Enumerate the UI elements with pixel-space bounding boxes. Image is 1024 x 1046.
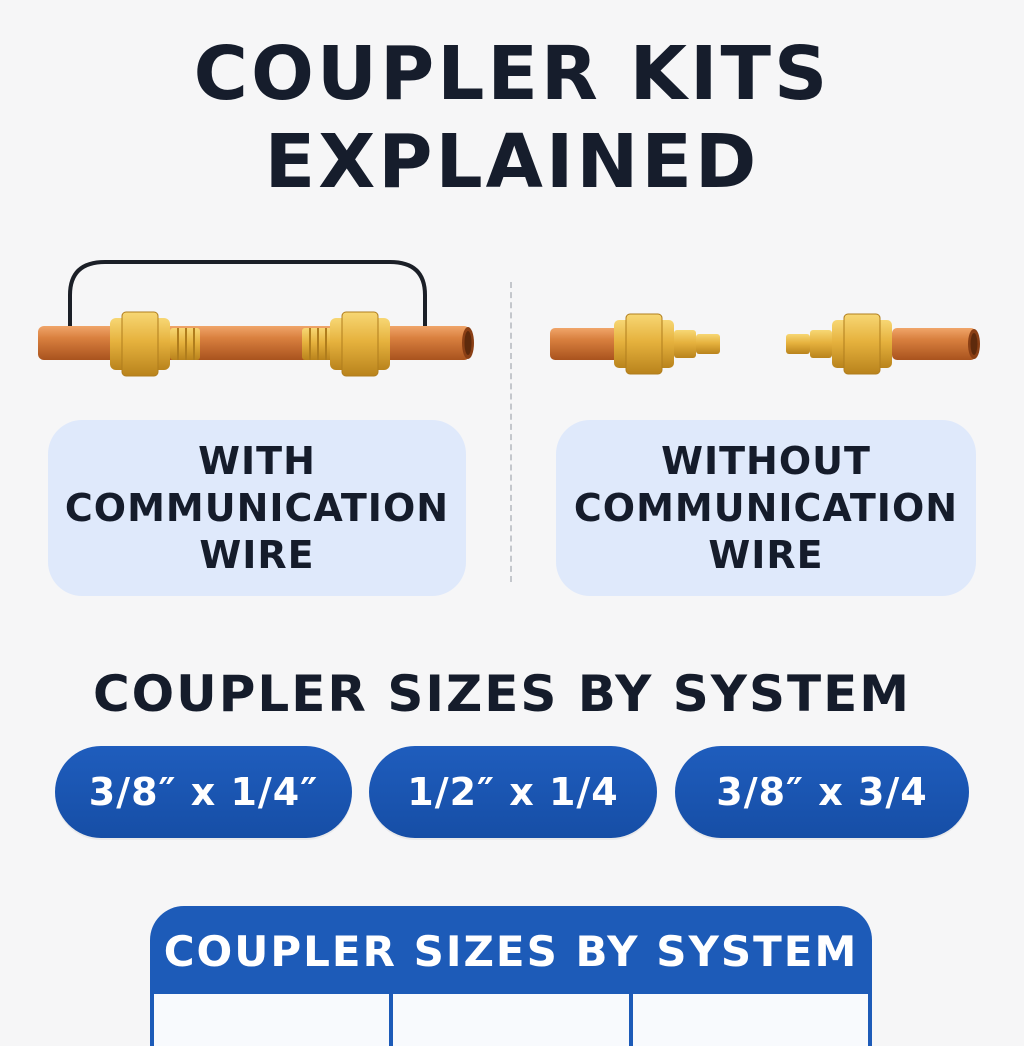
coupler-half-left: [550, 313, 720, 375]
communication-wire: [68, 260, 427, 332]
table-row: [154, 994, 868, 1046]
brass-fitting-right: [302, 311, 390, 377]
copper-pipe: [38, 326, 470, 360]
sizes-table: COUPLER SIZES BY SYSTEM: [150, 906, 872, 1046]
without-communication-wire-label: WITHOUT COMMUNICATION WIRE: [556, 420, 976, 596]
with-wire-line-2: COMMUNICATION: [64, 485, 450, 530]
sizes-table-title: COUPLER SIZES BY SYSTEM: [163, 927, 859, 976]
without-wire-line-1: WITHOUT: [661, 438, 871, 483]
sizes-heading: COUPLER SIZES BY SYSTEM: [92, 665, 912, 723]
without-wire-line-3: WIRE: [708, 532, 824, 577]
page-title-line-1: COUPLER KITS: [193, 31, 831, 117]
size-option-2[interactable]: 1/2″ x 1/4: [369, 746, 657, 838]
without-wire-line-2: COMMUNICATION: [573, 485, 959, 530]
coupler-half-right: [786, 313, 980, 375]
table-cell: [154, 994, 390, 1046]
table-cell: [393, 994, 629, 1046]
brass-fitting-left: [110, 311, 200, 377]
coupler-without-wire-illustration: [550, 313, 980, 375]
coupler-with-wire-illustration: [38, 260, 474, 377]
table-cell: [632, 994, 868, 1046]
with-wire-line-1: WITH: [198, 438, 316, 483]
with-communication-wire-label: WITH COMMUNICATION WIRE: [48, 420, 466, 596]
section-divider: [510, 282, 512, 582]
size-option-3[interactable]: 3/8″ x 3/4: [675, 746, 969, 838]
page-title-line-2: EXPLAINED: [264, 119, 760, 205]
with-wire-line-3: WIRE: [199, 532, 315, 577]
size-option-1[interactable]: 3/8″ x 1/4″: [55, 746, 352, 838]
